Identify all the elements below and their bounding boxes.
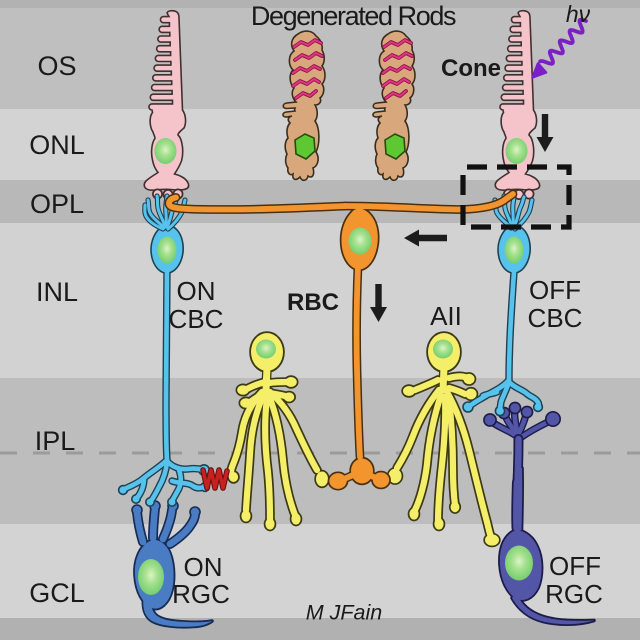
svg-text:IPL: IPL	[35, 426, 76, 456]
svg-text:OFF: OFF	[549, 551, 601, 581]
svg-text:RGC: RGC	[545, 579, 603, 609]
svg-text:Degenerated Rods: Degenerated Rods	[251, 1, 456, 31]
svg-text:OPL: OPL	[30, 189, 84, 219]
svg-text:CBC: CBC	[169, 304, 224, 334]
svg-text:ON: ON	[184, 552, 223, 582]
svg-text:Cone: Cone	[441, 55, 501, 82]
svg-text:OS: OS	[37, 51, 76, 81]
svg-text:ON: ON	[177, 276, 216, 306]
svg-text:OFF: OFF	[529, 275, 581, 305]
svg-text:hν: hν	[566, 1, 591, 27]
svg-text:RBC: RBC	[287, 289, 339, 316]
svg-text:CBC: CBC	[528, 303, 583, 333]
svg-text:ONL: ONL	[29, 130, 85, 160]
svg-text:RGC: RGC	[172, 579, 230, 609]
svg-text:INL: INL	[36, 277, 78, 307]
svg-text:GCL: GCL	[29, 578, 85, 608]
svg-text:AII: AII	[430, 301, 462, 331]
svg-text:M JFain: M JFain	[306, 601, 382, 625]
